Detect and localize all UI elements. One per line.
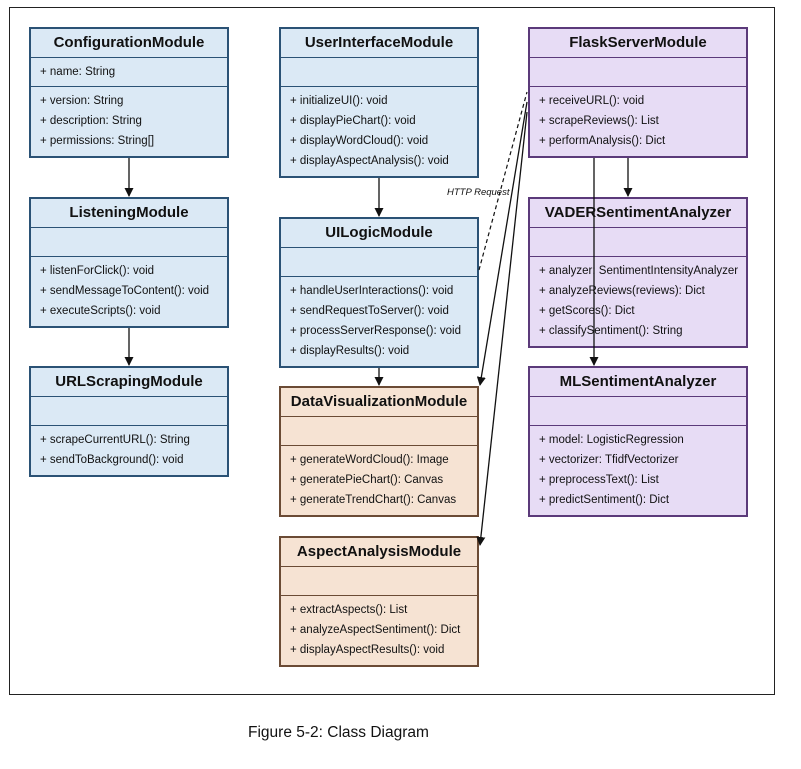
attributes-section: [281, 417, 477, 446]
method-line: + preprocessText(): List: [539, 474, 659, 486]
method-line: + generateWordCloud(): Image: [290, 454, 449, 466]
method-line: + listenForClick(): void: [40, 265, 155, 277]
method-line: + classifySentiment(): String: [539, 325, 683, 337]
method-line: + processServerResponse(): void: [290, 325, 461, 337]
class-name: URLScrapingModule: [31, 368, 227, 397]
class-name: UILogicModule: [281, 219, 477, 248]
class-configuration-module: ConfigurationModule + name: String + ver…: [29, 27, 229, 158]
attributes-section: [31, 228, 227, 257]
class-urlscraping-module: URLScrapingModule + scrapeCurrentURL(): …: [29, 366, 229, 477]
method-line: + analyzeReviews(reviews): Dict: [539, 285, 705, 297]
class-name: VADERSentimentAnalyzer: [530, 199, 746, 228]
attributes-section: [281, 567, 477, 596]
method-line: + version: String: [40, 95, 124, 107]
class-name: MLSentimentAnalyzer: [530, 368, 746, 397]
methods-section: + analyzer: SentimentIntensityAnalyzer +…: [530, 257, 746, 341]
method-line: + predictSentiment(): Dict: [539, 494, 670, 506]
attributes-section: [530, 397, 746, 426]
method-line: + executeScripts(): void: [40, 305, 161, 317]
arrow-flask-to-datavis: [476, 101, 528, 386]
class-userinterface-module: UserInterfaceModule + initializeUI(): vo…: [279, 27, 479, 178]
attributes-section: [281, 58, 477, 87]
attributes-section: [281, 248, 477, 277]
methods-section: + handleUserInteractions(): void + sendR…: [281, 277, 477, 361]
arrow-flask-to-aspect: [476, 111, 528, 546]
class-vadersentiment-analyzer: VADERSentimentAnalyzer + analyzer: Senti…: [528, 197, 748, 348]
methods-section: + listenForClick(): void + sendMessageTo…: [31, 257, 227, 321]
http-request-dashed-line: [478, 91, 528, 271]
methods-section: + version: String + description: String …: [31, 87, 227, 151]
method-line: + displayResults(): void: [290, 345, 410, 357]
class-datavisualization-module: DataVisualizationModule + generateWordCl…: [279, 386, 479, 517]
method-line: + vectorizer: TfidfVectorizer: [539, 454, 679, 466]
methods-section: + generateWordCloud(): Image + generateP…: [281, 446, 477, 510]
class-name: ListeningModule: [31, 199, 227, 228]
http-request-label: HTTP Request: [447, 187, 510, 198]
methods-section: + initializeUI(): void + displayPieChart…: [281, 87, 477, 171]
method-line: + generateTrendChart(): Canvas: [290, 494, 457, 506]
method-line: + analyzer: SentimentIntensityAnalyzer: [539, 265, 739, 277]
methods-section: + model: LogisticRegression + vectorizer…: [530, 426, 746, 510]
class-uilogic-module: UILogicModule + handleUserInteractions()…: [279, 217, 479, 368]
method-line: + getScores(): Dict: [539, 305, 635, 317]
class-mlsentiment-analyzer: MLSentimentAnalyzer + model: LogisticReg…: [528, 366, 748, 517]
class-name: ConfigurationModule: [31, 29, 227, 58]
method-line: + scrapeCurrentURL(): String: [40, 434, 190, 446]
method-line: + extractAspects(): List: [290, 604, 408, 616]
method-line: + receiveURL(): void: [539, 95, 645, 107]
method-line: + displayWordCloud(): void: [290, 135, 429, 147]
method-line: + generatePieChart(): Canvas: [290, 474, 444, 486]
method-line: + analyzeAspectSentiment(): Dict: [290, 624, 461, 636]
attributes-section: [530, 228, 746, 257]
class-aspectanalysis-module: AspectAnalysisModule + extractAspects():…: [279, 536, 479, 667]
method-line: + handleUserInteractions(): void: [290, 285, 454, 297]
attributes-section: [530, 58, 746, 87]
methods-section: + extractAspects(): List + analyzeAspect…: [281, 596, 477, 660]
method-line: + scrapeReviews(): List: [539, 115, 659, 127]
method-line: + description: String: [40, 115, 142, 127]
attribute-line: + name: String: [40, 66, 116, 78]
method-line: + displayPieChart(): void: [290, 115, 416, 127]
method-line: + permissions: String[]: [40, 135, 155, 147]
figure-caption: Figure 5-2: Class Diagram: [248, 724, 429, 741]
class-name: DataVisualizationModule: [281, 388, 477, 417]
method-line: + sendRequestToServer(): void: [290, 305, 449, 317]
class-name: FlaskServerModule: [530, 29, 746, 58]
class-listening-module: ListeningModule + listenForClick(): void…: [29, 197, 229, 328]
method-line: + performAnalysis(): Dict: [539, 135, 666, 147]
class-name: UserInterfaceModule: [281, 29, 477, 58]
method-line: + sendToBackground(): void: [40, 454, 184, 466]
attributes-section: [31, 397, 227, 426]
class-name: AspectAnalysisModule: [281, 538, 477, 567]
method-line: + sendMessageToContent(): void: [40, 285, 210, 297]
methods-section: + receiveURL(): void + scrapeReviews(): …: [530, 87, 746, 151]
method-line: + displayAspectAnalysis(): void: [290, 155, 449, 167]
methods-section: + scrapeCurrentURL(): String + sendToBac…: [31, 426, 227, 470]
class-flaskserver-module: FlaskServerModule + receiveURL(): void +…: [528, 27, 748, 158]
method-line: + model: LogisticRegression: [539, 434, 684, 446]
attributes-section: + name: String: [31, 58, 227, 87]
method-line: + initializeUI(): void: [290, 95, 388, 107]
method-line: + displayAspectResults(): void: [290, 644, 445, 656]
